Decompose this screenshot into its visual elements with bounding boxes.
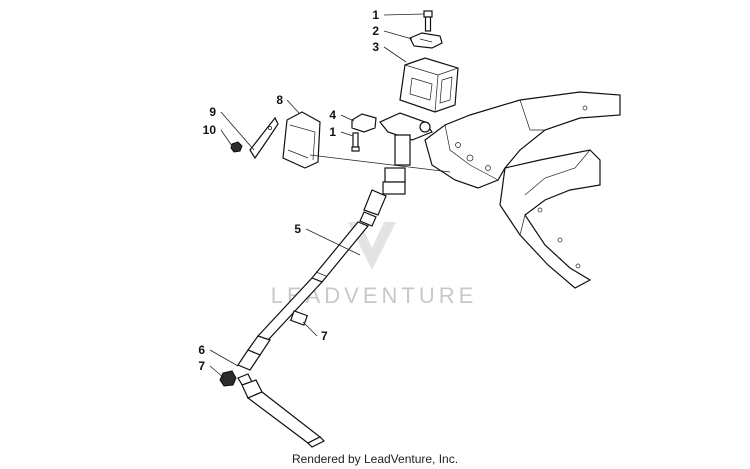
callout-7-left: 7 [198,359,205,373]
clamp-lower [351,113,377,133]
leader-lines [209,13,425,379]
lower-nut [219,370,237,387]
callout-2: 2 [372,24,379,38]
bracket-plate [249,116,279,160]
callout-1-top: 1 [372,8,379,22]
callout-10: 10 [203,123,217,137]
callout-5: 5 [294,222,301,236]
callout-7-right: 7 [321,329,328,343]
screw-mid [351,132,360,152]
bracket-housing [399,57,459,113]
callout-6: 6 [198,343,205,357]
cover-shroud [282,111,321,169]
screw-top [423,10,433,32]
steering-column-upper [379,112,433,195]
intermediate-shaft [256,189,387,341]
callout-4: 4 [329,108,336,122]
callout-labels: 1 2 3 4 1 8 9 10 5 7 6 7 [198,8,379,373]
callout-1-mid: 1 [329,125,336,139]
output-shaft [241,379,326,448]
frame-assembly [424,91,621,289]
lower-shaft [237,310,309,371]
alignment-line [309,154,451,173]
callout-3: 3 [372,40,379,54]
nut [230,141,243,153]
callout-8: 8 [276,93,283,107]
callout-9: 9 [209,105,216,119]
render-credit: Rendered by LeadVenture, Inc. [291,452,459,466]
